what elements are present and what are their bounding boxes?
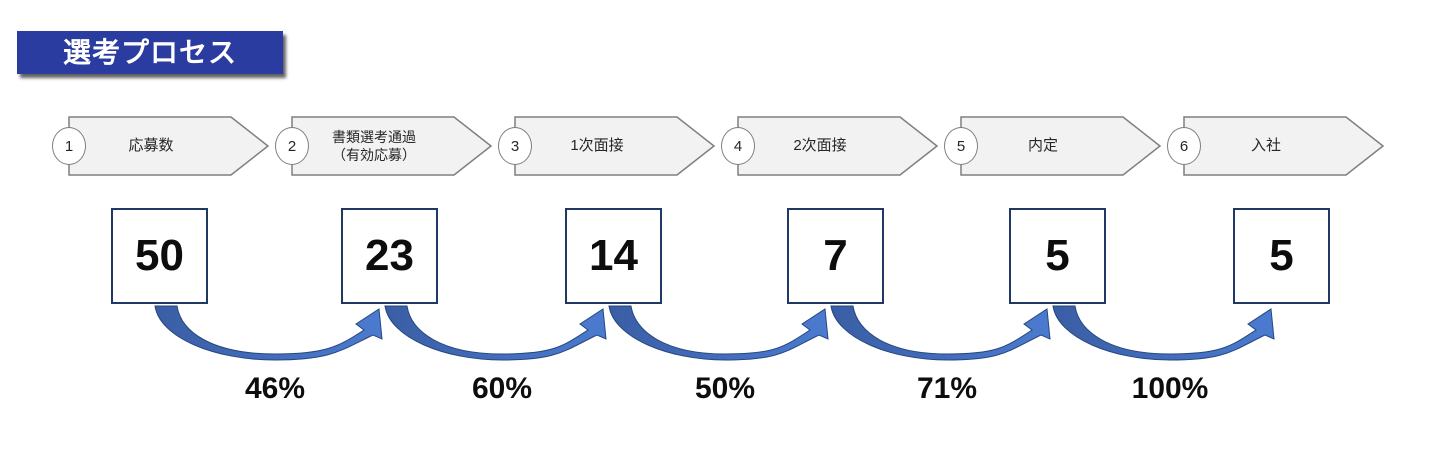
stage-chevron-5: 内定 <box>960 116 1162 176</box>
conversion-rate-label-1: 46% <box>244 372 306 405</box>
step-number: 1 <box>64 137 74 155</box>
count-box-5: 5 <box>1009 208 1106 304</box>
chevron-shape <box>291 116 493 176</box>
page-title: 選考プロセス <box>62 36 237 68</box>
stage-chevron-4: 2次面接 <box>737 116 939 176</box>
step-number-badge-5: 5 <box>944 127 978 165</box>
conversion-arrow <box>1052 305 1275 361</box>
conversion-rate-label-4: 71% <box>916 372 978 405</box>
conversion-rate-label-3: 50% <box>694 372 756 405</box>
conversion-arrow <box>608 305 829 361</box>
stage-label: 2次面接 <box>793 137 847 155</box>
stage-chevron-3: 1次面接 <box>514 116 716 176</box>
chevron-shape <box>960 116 1162 176</box>
count-value: 14 <box>589 231 638 280</box>
stage-label-wrap: 入社 <box>1191 116 1341 176</box>
step-number-badge-2: 2 <box>275 127 309 165</box>
chevron-shape <box>514 116 716 176</box>
count-box-2: 23 <box>341 208 438 304</box>
stage-chevron-6: 入社 <box>1183 116 1385 176</box>
count-value: 5 <box>1045 231 1070 280</box>
step-number: 6 <box>1179 137 1189 155</box>
stage-label: 内定 <box>1027 137 1058 155</box>
stage-label: 1次面接 <box>570 137 624 155</box>
stage-label-wrap: 2次面接 <box>745 116 895 176</box>
conversion-arrow <box>384 305 607 361</box>
step-number-badge-6: 6 <box>1167 127 1201 165</box>
stage-chevron-2: 書類選考通過 （有効応募） <box>291 116 493 176</box>
count-box-4: 7 <box>787 208 884 304</box>
chevron-shape <box>68 116 270 176</box>
conversion-arrow <box>154 305 383 361</box>
chevron-shape <box>737 116 939 176</box>
step-number: 2 <box>287 137 297 155</box>
stage-label: 応募数 <box>128 137 174 155</box>
stage-chevron-1: 応募数 <box>68 116 270 176</box>
step-number-badge-3: 3 <box>498 127 532 165</box>
stage-label: 入社 <box>1250 137 1281 155</box>
conversion-arrow <box>830 305 1051 361</box>
stage-label-wrap: 応募数 <box>76 116 226 176</box>
count-value: 50 <box>135 231 184 280</box>
stage-label-wrap: 書類選考通過 （有効応募） <box>299 116 449 176</box>
count-box-6: 5 <box>1233 208 1330 304</box>
stage-label-wrap: 1次面接 <box>522 116 672 176</box>
step-number-badge-4: 4 <box>721 127 755 165</box>
conversion-rate-label-5: 100% <box>1131 372 1209 405</box>
step-number: 3 <box>510 137 520 155</box>
step-number: 4 <box>733 137 743 155</box>
count-value: 7 <box>823 231 848 280</box>
step-number: 5 <box>956 137 966 155</box>
conversion-rate-label-2: 60% <box>471 372 533 405</box>
stage-label-wrap: 内定 <box>968 116 1118 176</box>
page-title-banner: 選考プロセス <box>17 31 283 74</box>
count-value: 23 <box>365 231 414 280</box>
chevron-shape <box>1183 116 1385 176</box>
count-box-1: 50 <box>111 208 208 304</box>
count-value: 5 <box>1269 231 1294 280</box>
stage-label-line2: （有効応募） <box>332 147 416 163</box>
stage-label: 書類選考通過 <box>332 128 416 145</box>
count-box-3: 14 <box>565 208 662 304</box>
step-number-badge-1: 1 <box>52 127 86 165</box>
